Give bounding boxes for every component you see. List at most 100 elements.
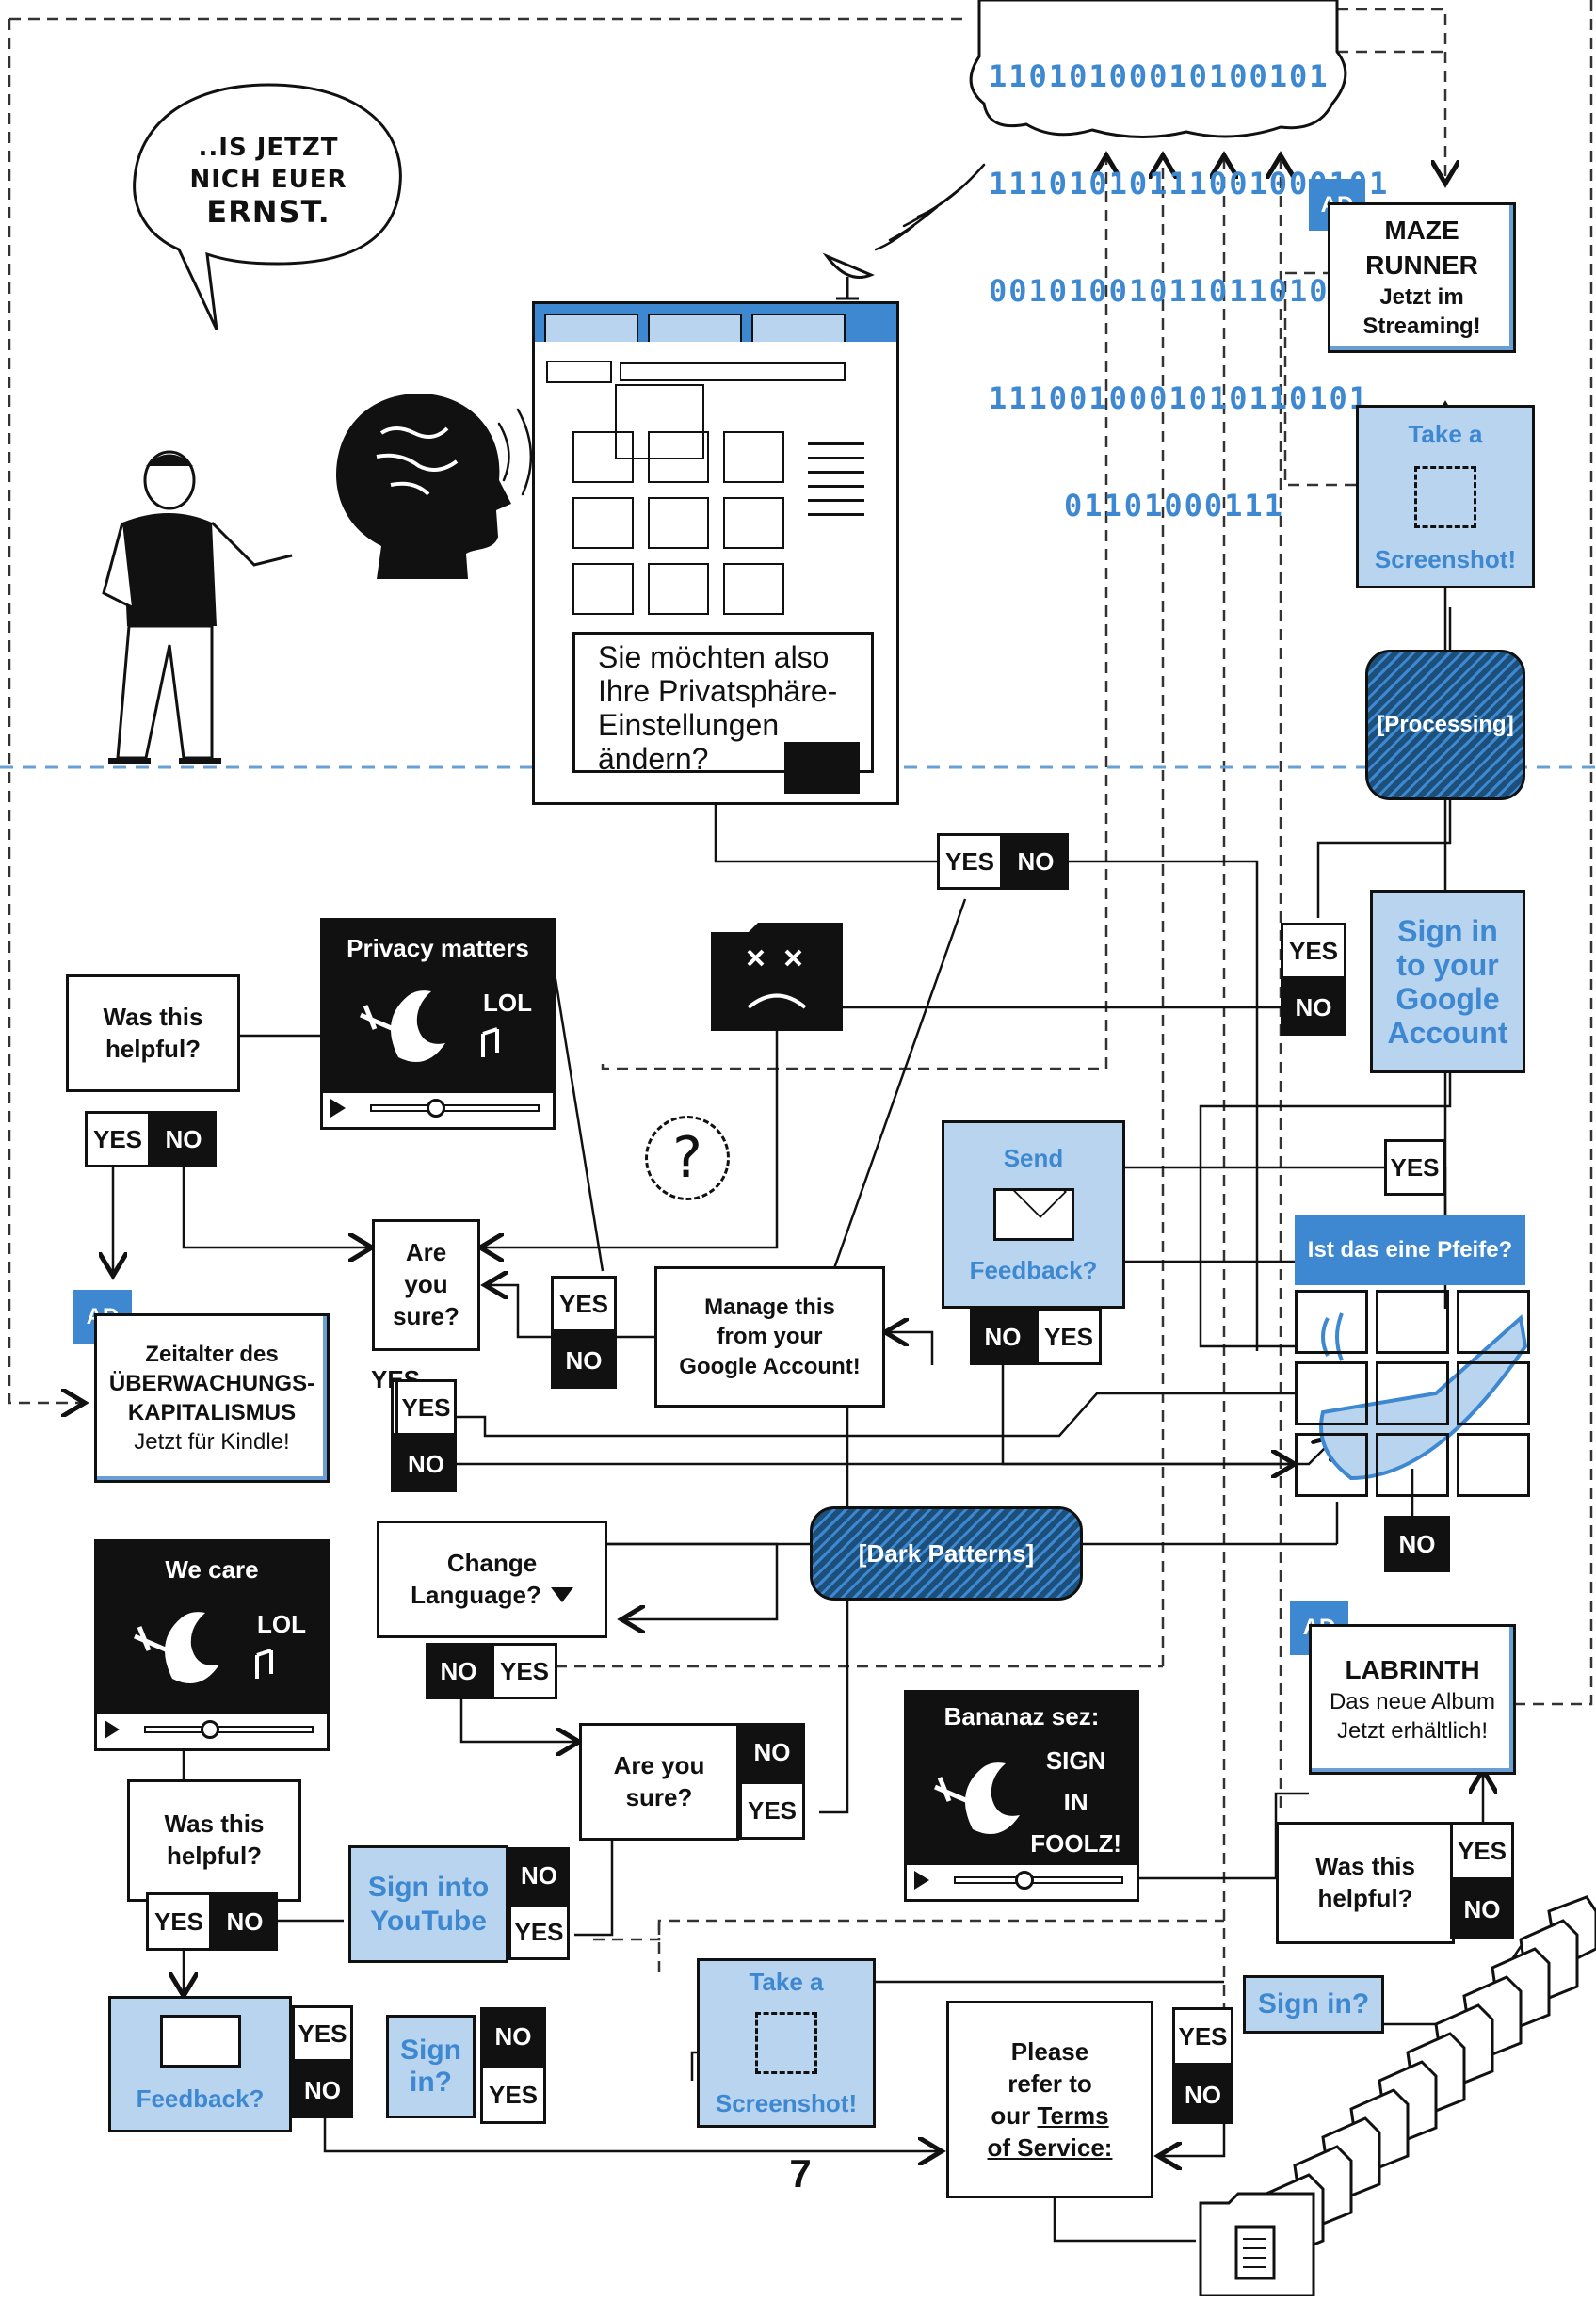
feedback-bottom-no-button[interactable]: NO (292, 2062, 353, 2118)
send-feedback-button[interactable]: Send Feedback? (942, 1120, 1125, 1309)
browser-grid-tile[interactable] (572, 497, 634, 549)
captcha-tile[interactable] (1457, 1433, 1530, 1497)
captcha-tile[interactable] (1376, 1361, 1449, 1425)
feedback-no-button[interactable]: NO (970, 1309, 1036, 1365)
sure-2-yes-button[interactable]: YES (739, 1781, 805, 1840)
sign-in-small-button[interactable]: Sign in? (386, 2015, 476, 2118)
sign-in-small-no-button[interactable]: NO (480, 2007, 546, 2066)
captcha-tile[interactable] (1457, 1290, 1530, 1354)
speech-bubble-shape (133, 83, 402, 330)
terms-no-button[interactable]: NO (1172, 2066, 1233, 2124)
sure-2-no-button[interactable]: NO (739, 1723, 805, 1781)
captcha-no-button[interactable]: NO (1384, 1516, 1450, 1572)
browser-tab-2[interactable] (648, 314, 742, 342)
captcha-tile[interactable] (1376, 1433, 1449, 1497)
manage-account-box[interactable]: Manage this from your Google Account! (654, 1266, 885, 1408)
dropdown-arrow-icon[interactable] (550, 1587, 573, 1603)
take-screenshot-bottom[interactable]: Take a Screenshot! (697, 1958, 876, 2128)
google-yes-button[interactable]: YES (1281, 923, 1346, 979)
bananaz-line-2: IN (1063, 1788, 1088, 1816)
zeitalter-line-1: Zeitalter des (145, 1341, 279, 1367)
sure-1-line-2: you (404, 1270, 448, 1299)
youtube-yes-button[interactable]: YES (508, 1904, 570, 1960)
send-feedback-line-1: Send (1003, 1144, 1064, 1172)
browser-grid-tile[interactable] (648, 563, 709, 615)
captcha-grid[interactable] (1295, 1290, 1530, 1497)
sign-in-google-line-2: to your (1396, 947, 1499, 982)
browser-grid-tile[interactable] (572, 563, 634, 615)
video-progress-track[interactable] (954, 1876, 1123, 1884)
maze-runner-title: MAZE RUNNER (1365, 216, 1478, 280)
helpful-3-yes-button[interactable]: YES (1450, 1822, 1514, 1880)
browser-tab-1[interactable] (544, 314, 638, 342)
ad-zeitalter[interactable]: Zeitalter des ÜBERWACHUNGS- KAPITALISMUS… (94, 1313, 330, 1483)
change-language-box[interactable]: Change Language? (377, 1521, 607, 1638)
google-no-button[interactable]: NO (1281, 979, 1346, 1036)
privacy-matters-video[interactable]: Privacy matters LOL (320, 918, 556, 1130)
browser-grid-tile[interactable] (648, 497, 709, 549)
captcha-yes-button[interactable]: YES (1384, 1139, 1445, 1196)
language-yes-button[interactable]: YES (492, 1643, 557, 1699)
play-icon[interactable] (330, 1099, 346, 1118)
browser-address-bar[interactable] (620, 362, 846, 381)
browser-grid-tile[interactable] (648, 431, 709, 483)
take-screenshot-top[interactable]: Take a Screenshot! (1356, 405, 1535, 588)
video-scrubber[interactable] (201, 1720, 219, 1739)
captcha-tile[interactable] (1295, 1361, 1368, 1425)
captcha-tile[interactable] (1376, 1290, 1449, 1354)
sure-b-no-button[interactable]: NO (395, 1436, 457, 1492)
browser-yes-button[interactable]: YES (937, 833, 1003, 890)
video-scrubber[interactable] (1015, 1871, 1034, 1890)
ad-labrinth[interactable]: LABRINTH Das neue Album Jetzt erhältlich… (1309, 1624, 1516, 1775)
sign-in-small-yes-button[interactable]: YES (480, 2066, 546, 2124)
manage-yes-button[interactable]: YES (551, 1276, 617, 1332)
browser-grid-tile[interactable] (723, 497, 784, 549)
helpful-2-yes-button[interactable]: YES (146, 1892, 212, 1951)
sign-in-right-button[interactable]: Sign in? (1243, 1975, 1384, 2034)
youtube-no-button[interactable]: NO (508, 1847, 570, 1904)
helpful-3-no-button[interactable]: NO (1450, 1880, 1514, 1939)
captcha-tile[interactable] (1295, 1433, 1368, 1497)
feedback-bottom-button[interactable]: Feedback? (108, 1996, 292, 2132)
browser-nav-icons[interactable] (546, 361, 612, 383)
bananaz-video-controls[interactable] (907, 1862, 1137, 1899)
play-icon[interactable] (105, 1720, 120, 1739)
helpful-1-yes-button[interactable]: YES (85, 1111, 151, 1167)
labrinth-title: LABRINTH (1345, 1654, 1480, 1684)
manage-no-button[interactable]: NO (551, 1332, 617, 1389)
we-care-video-controls[interactable] (97, 1712, 327, 1748)
browser-dropdown-menu[interactable] (615, 384, 704, 459)
browser-grid-tile[interactable] (572, 431, 634, 483)
prompt-line-4: ändern? (598, 742, 709, 776)
helpful-2-no-button[interactable]: NO (212, 1892, 278, 1951)
feedback-yes-button[interactable]: YES (1036, 1309, 1102, 1365)
ad-maze-runner[interactable]: MAZE RUNNER Jetzt im Streaming! (1328, 202, 1516, 353)
terms-of-service-box[interactable]: Please refer to our Terms of Service: (946, 2001, 1153, 2198)
video-scrubber[interactable] (427, 1099, 445, 1118)
sign-in-google-button[interactable]: Sign in to your Google Account (1370, 890, 1525, 1073)
browser-window[interactable]: Sie möchten also Ihre Privatsphäre- Eins… (532, 301, 899, 805)
language-no-button[interactable]: NO (426, 1643, 492, 1699)
we-care-video[interactable]: We care LOL (94, 1539, 330, 1751)
terms-link[interactable]: Terms (1037, 2101, 1109, 2130)
captcha-tile[interactable] (1457, 1361, 1530, 1425)
video-progress-track[interactable] (144, 1726, 314, 1733)
sure-col-yes-button[interactable]: YES (395, 1379, 457, 1436)
video-progress-track[interactable] (370, 1104, 540, 1112)
browser-tab-3[interactable] (751, 314, 846, 342)
browser-grid-tile[interactable] (723, 431, 784, 483)
sure-1-line-1: Are (405, 1238, 447, 1267)
browser-grid-tile[interactable] (723, 563, 784, 615)
browser-no-button[interactable]: NO (1003, 833, 1069, 890)
play-icon[interactable] (914, 1871, 929, 1890)
captcha-tile[interactable] (1295, 1290, 1368, 1354)
feedback-bottom-yes-button[interactable]: YES (292, 2005, 353, 2062)
bananaz-video[interactable]: Bananaz sez: SIGN IN FOOLZ! (904, 1690, 1139, 1902)
binary-line-4: 1110010001010110101 (989, 380, 1370, 416)
helpful-1-no-button[interactable]: NO (151, 1111, 217, 1167)
terms-yes-button[interactable]: YES (1172, 2007, 1233, 2066)
privacy-video-controls[interactable] (323, 1090, 553, 1127)
sign-into-youtube-button[interactable]: Sign into YouTube (348, 1845, 508, 1963)
helpful-1-line-2: helpful? (105, 1034, 202, 1063)
screenshot-bottom-line-2: Screenshot! (715, 2089, 858, 2117)
